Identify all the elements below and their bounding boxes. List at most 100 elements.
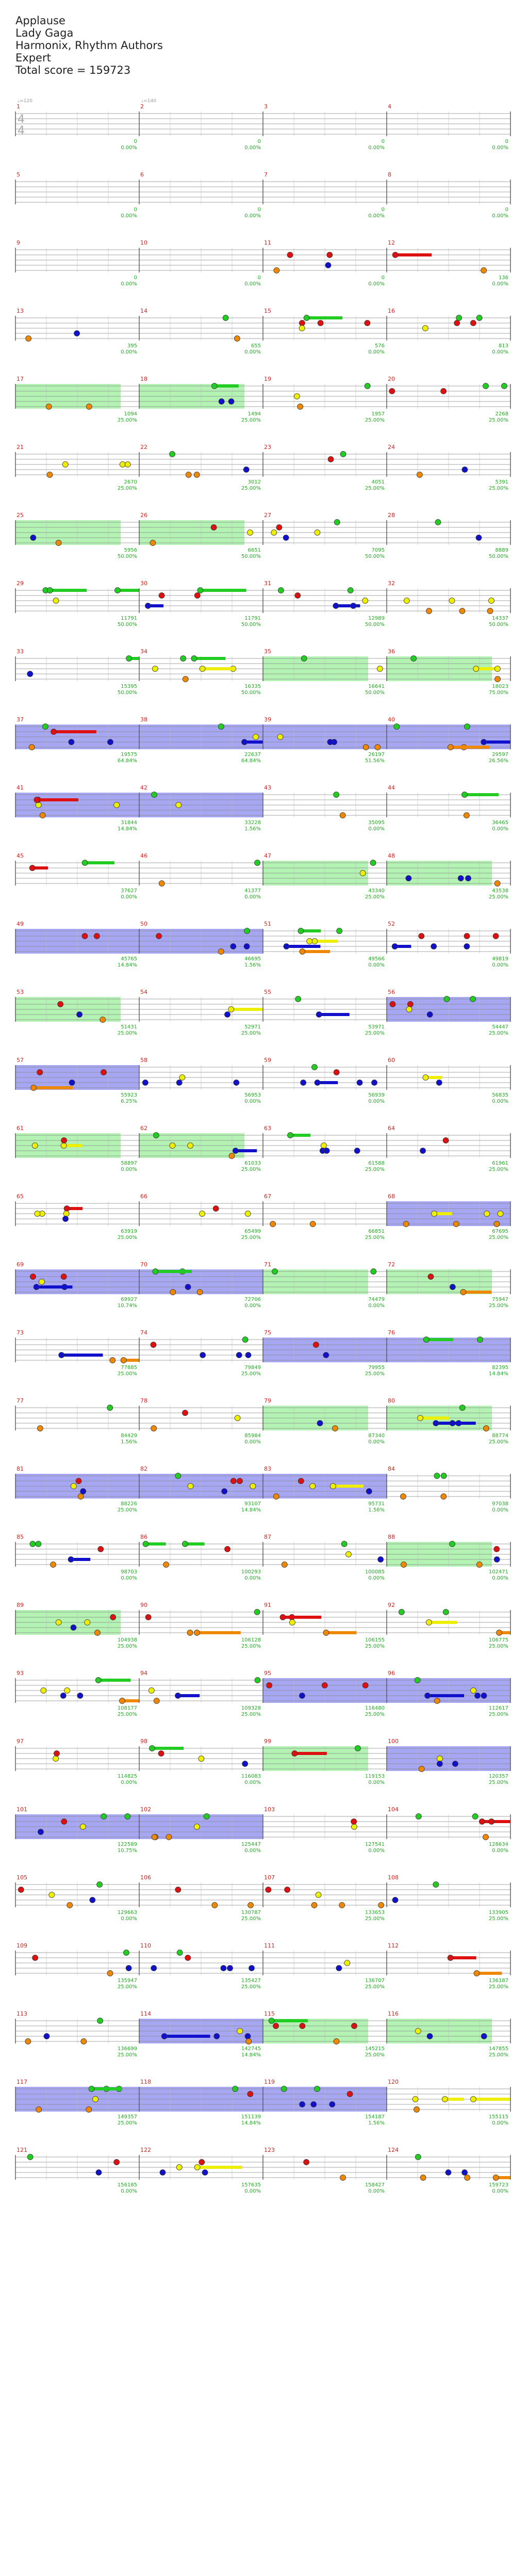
- measure-percent: 0.00%: [121, 213, 137, 219]
- measure-number: 119: [264, 2079, 275, 2085]
- note-gem: [254, 1609, 260, 1615]
- measure-percent: 0.00%: [492, 1507, 508, 1513]
- measure-percent: 0.00%: [492, 2120, 508, 2126]
- measure-score: 127541: [365, 1842, 385, 1847]
- measure-number: 41: [16, 784, 24, 791]
- note-gem: [158, 880, 165, 887]
- measure-percent: 0.00%: [492, 962, 508, 968]
- measure-number: 17: [16, 376, 24, 382]
- note-gem: [153, 1698, 160, 1704]
- measure-number: 62: [140, 1125, 147, 1132]
- note-gem: [242, 1761, 249, 1767]
- note-gem: [415, 2028, 421, 2034]
- note-gem: [434, 1473, 440, 1479]
- note-gem: [392, 252, 399, 258]
- note-gem: [93, 933, 100, 939]
- sustain-tail: [496, 2176, 510, 2179]
- measure-number: 50: [140, 921, 147, 927]
- measure-score: 116480: [365, 1705, 385, 1711]
- measure-percent: 25.00%: [118, 486, 137, 491]
- note-gem: [436, 1080, 442, 1086]
- song-header: Applause Lady Gaga Harmonix, Rhythm Auth…: [15, 14, 163, 76]
- note-gem: [398, 1609, 405, 1615]
- note-gem: [483, 1425, 489, 1431]
- measure-number: 107: [264, 1874, 275, 1881]
- measure-percent: 1.56%: [368, 2120, 385, 2126]
- measure-score: 79955: [368, 1365, 385, 1371]
- measure-number: 120: [388, 2079, 399, 2085]
- measure-number: 104: [388, 1806, 399, 1813]
- note-gem: [449, 598, 455, 604]
- note-gem: [194, 1630, 200, 1636]
- note-gem: [415, 2154, 421, 2160]
- note-gem: [350, 603, 357, 609]
- measure-number: 6: [140, 171, 144, 178]
- note-gem: [494, 666, 501, 672]
- note-gem: [77, 1493, 84, 1500]
- measure-percent: 50.00%: [489, 622, 508, 627]
- measure-percent: 25.00%: [365, 1984, 385, 1990]
- note-gem: [407, 1001, 414, 1007]
- measure-percent: 0.00%: [244, 145, 261, 151]
- measure-percent: 0.00%: [492, 145, 508, 151]
- note-gem: [414, 2106, 420, 2113]
- measure-number: 110: [140, 1942, 151, 1949]
- note-gem: [362, 744, 369, 750]
- note-gem: [176, 2164, 183, 2170]
- sustain-tail: [164, 2035, 210, 2038]
- note-gem: [67, 1902, 73, 1908]
- note-gem: [211, 383, 218, 389]
- measure-score: 12989: [368, 616, 385, 621]
- note-gem: [107, 1405, 113, 1411]
- note-gem: [237, 1478, 243, 1484]
- note-gem: [354, 1745, 361, 1751]
- measure-score: 56953: [244, 1092, 261, 1098]
- measure-percent: 50.00%: [489, 554, 508, 559]
- measure-number: 75: [264, 1329, 271, 1336]
- sustain-tail: [426, 1338, 453, 1341]
- note-gem: [45, 404, 52, 410]
- note-gem: [55, 540, 62, 546]
- measure-score: 6651: [248, 548, 261, 553]
- note-gem: [37, 1425, 43, 1431]
- note-gem: [28, 744, 35, 750]
- note-gem: [420, 2175, 426, 2181]
- measure-number: 39: [264, 716, 271, 723]
- note-gem: [423, 1337, 430, 1343]
- note-gem: [314, 529, 321, 536]
- measure-percent: 25.00%: [365, 1916, 385, 1922]
- note-gem: [254, 860, 260, 866]
- measure-score: 0: [258, 275, 261, 281]
- sustain-tail: [425, 1076, 442, 1079]
- measure-number: 86: [140, 1534, 147, 1540]
- note-gem: [153, 1132, 159, 1138]
- note-gem: [474, 1693, 481, 1699]
- sustain-tail: [200, 589, 246, 592]
- measure-percent: 25.00%: [241, 1712, 261, 1717]
- note-gem: [80, 1488, 87, 1494]
- note-gem: [389, 1001, 396, 1007]
- measure-percent: 51.56%: [365, 758, 385, 764]
- note-gem: [107, 1970, 113, 1976]
- sustain-tail: [147, 604, 163, 607]
- note-gem: [187, 1630, 193, 1636]
- note-gem: [237, 2028, 243, 2034]
- note-gem: [315, 1892, 322, 1898]
- note-gem: [299, 2023, 306, 2029]
- measure-percent: 25.00%: [118, 1507, 137, 1513]
- sustain-tail: [394, 945, 411, 948]
- note-gem: [461, 2169, 468, 2176]
- measure-number: 69: [16, 1261, 24, 1268]
- measure-percent: 25.00%: [365, 1235, 385, 1241]
- measure-number: 10: [140, 239, 147, 246]
- note-gem: [393, 723, 400, 730]
- measure-percent: 14.84%: [241, 1507, 261, 1513]
- note-gem: [179, 1074, 186, 1081]
- measure-percent: 25.00%: [241, 1644, 261, 1649]
- note-gem: [465, 875, 471, 881]
- note-gem: [60, 1142, 67, 1149]
- sustain-tail: [476, 667, 497, 670]
- measure-percent: 1.56%: [244, 826, 261, 832]
- measure-score: 0: [382, 275, 385, 281]
- sustain-tail: [202, 667, 236, 670]
